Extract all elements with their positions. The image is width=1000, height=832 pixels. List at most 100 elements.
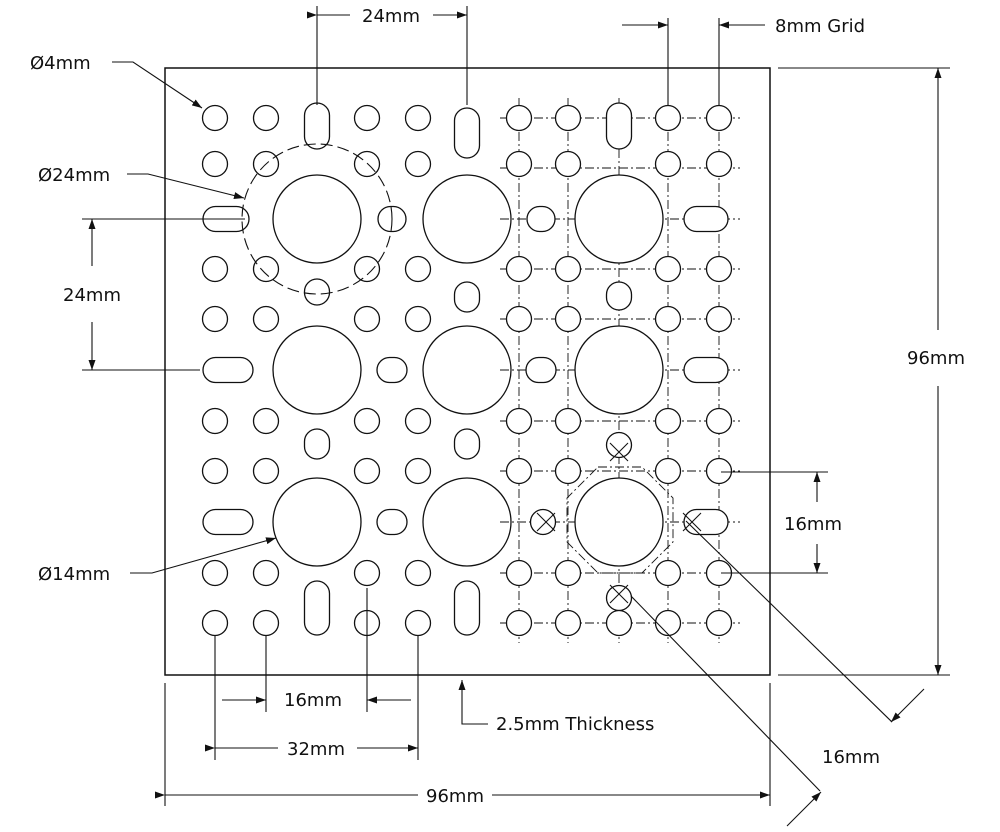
small-hole (705, 305, 733, 333)
thickness-label: 2.5mm Thickness (496, 714, 654, 735)
large-hole (574, 477, 664, 567)
small-hole (201, 150, 229, 178)
small-hole (554, 559, 582, 587)
horizontal-slot (683, 356, 729, 384)
cross-mark (609, 584, 629, 604)
small-hole (252, 609, 280, 637)
cross-mark (536, 512, 556, 532)
small-hole (404, 559, 432, 587)
vertical-slot (303, 428, 331, 460)
small-hole (654, 255, 682, 283)
vertical-slot (605, 281, 633, 311)
small-hole (404, 150, 432, 178)
small-hole (705, 104, 733, 132)
small-hole (554, 407, 582, 435)
small-hole (404, 407, 432, 435)
vertical-slot (303, 102, 331, 150)
cross-mark (682, 512, 702, 532)
vertical-slot (453, 428, 481, 460)
horizontal-slot (525, 356, 557, 384)
small-hole (201, 305, 229, 333)
small-hole (201, 407, 229, 435)
bolt-circle-outline (241, 143, 393, 295)
small-hole (705, 407, 733, 435)
vertical-slot (605, 102, 633, 150)
small-hole (554, 609, 582, 637)
small-hole (353, 104, 381, 132)
small-hole (654, 305, 682, 333)
small-hole (353, 305, 381, 333)
small-hole (505, 255, 533, 283)
small-hole (554, 150, 582, 178)
small-hole-diameter-label: Ø4mm (30, 53, 91, 74)
small-hole (201, 457, 229, 485)
dimension-lines (82, 6, 950, 827)
vertical-slot (453, 281, 481, 313)
large-hole (422, 325, 512, 415)
bottom-spacing-label: 16mm (284, 690, 342, 711)
horizontal-slot (526, 205, 556, 233)
small-hole (705, 457, 733, 485)
small-hole (505, 609, 533, 637)
right-hole-pattern (505, 102, 733, 637)
small-hole (404, 609, 432, 637)
large-hole-diameter-label: Ø14mm (38, 564, 110, 585)
small-hole (404, 457, 432, 485)
large-hole (422, 477, 512, 567)
small-hole (554, 104, 582, 132)
small-hole (404, 305, 432, 333)
small-hole (654, 609, 682, 637)
horizontal-slot (683, 205, 729, 233)
vertical-slot (303, 580, 331, 636)
small-hole (605, 431, 633, 459)
small-hole (353, 407, 381, 435)
small-hole (201, 104, 229, 132)
small-hole (353, 559, 381, 587)
left-pitch-label: 24mm (63, 285, 121, 306)
diagonal-spacing-label: 16mm (822, 747, 880, 768)
small-hole (505, 559, 533, 587)
small-hole (654, 150, 682, 178)
vertical-slot (303, 278, 331, 306)
small-hole (605, 584, 633, 612)
grid-label: 8mm Grid (775, 16, 865, 37)
small-hole (505, 407, 533, 435)
small-hole (252, 457, 280, 485)
small-hole (605, 609, 633, 637)
horizontal-slot (202, 508, 254, 536)
height-label: 96mm (907, 348, 965, 369)
small-hole (654, 407, 682, 435)
horizontal-slot (376, 508, 408, 536)
large-hole (422, 174, 512, 264)
small-hole (353, 255, 381, 283)
horizontal-slot (683, 508, 729, 536)
small-hole (505, 104, 533, 132)
small-hole (505, 457, 533, 485)
small-hole (654, 104, 682, 132)
small-hole (654, 559, 682, 587)
small-hole (705, 609, 733, 637)
bolt-circle-diameter-label: Ø24mm (38, 165, 110, 186)
small-hole (353, 457, 381, 485)
vertical-slot (453, 107, 481, 159)
small-hole (252, 255, 280, 283)
right-spacing-label: 16mm (784, 514, 842, 535)
small-hole (252, 559, 280, 587)
small-hole (353, 150, 381, 178)
small-hole (201, 559, 229, 587)
small-hole (505, 150, 533, 178)
small-hole (252, 305, 280, 333)
cross-mark (609, 442, 629, 462)
small-hole (554, 255, 582, 283)
hole-spacing-octagon (566, 466, 674, 574)
left-hole-pattern (201, 102, 512, 637)
small-hole (705, 255, 733, 283)
small-hole (505, 305, 533, 333)
top-pitch-label: 24mm (362, 6, 420, 27)
vertical-slot (453, 580, 481, 636)
small-hole (404, 255, 432, 283)
bottom-span-label: 32mm (287, 739, 345, 760)
small-hole (201, 255, 229, 283)
small-hole (252, 104, 280, 132)
